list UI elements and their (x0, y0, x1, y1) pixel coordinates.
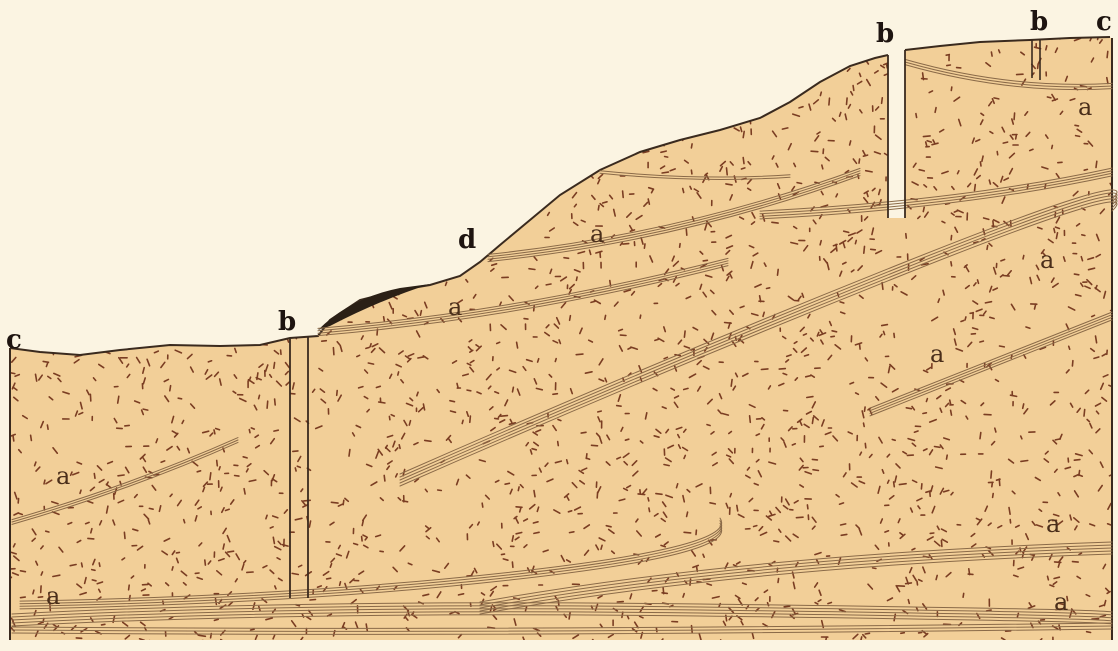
label-b-top: b (876, 19, 894, 49)
label-a-3: a (1040, 246, 1054, 274)
label-a-8: a (46, 582, 60, 610)
label-a-7: a (1046, 510, 1060, 538)
label-c-right: c (1096, 7, 1112, 37)
label-a-9: a (1054, 588, 1068, 616)
label-d: d (458, 225, 476, 255)
label-a-4: a (448, 293, 462, 321)
fault-b-top (888, 50, 905, 218)
label-a-5: a (930, 340, 944, 368)
label-a-2: a (590, 220, 604, 248)
label-a-6: a (56, 462, 70, 490)
label-c-left: c (6, 325, 22, 355)
label-a-1: a (1078, 93, 1092, 121)
label-b-top-right: b (1030, 7, 1048, 37)
label-b-left: b (278, 307, 296, 337)
